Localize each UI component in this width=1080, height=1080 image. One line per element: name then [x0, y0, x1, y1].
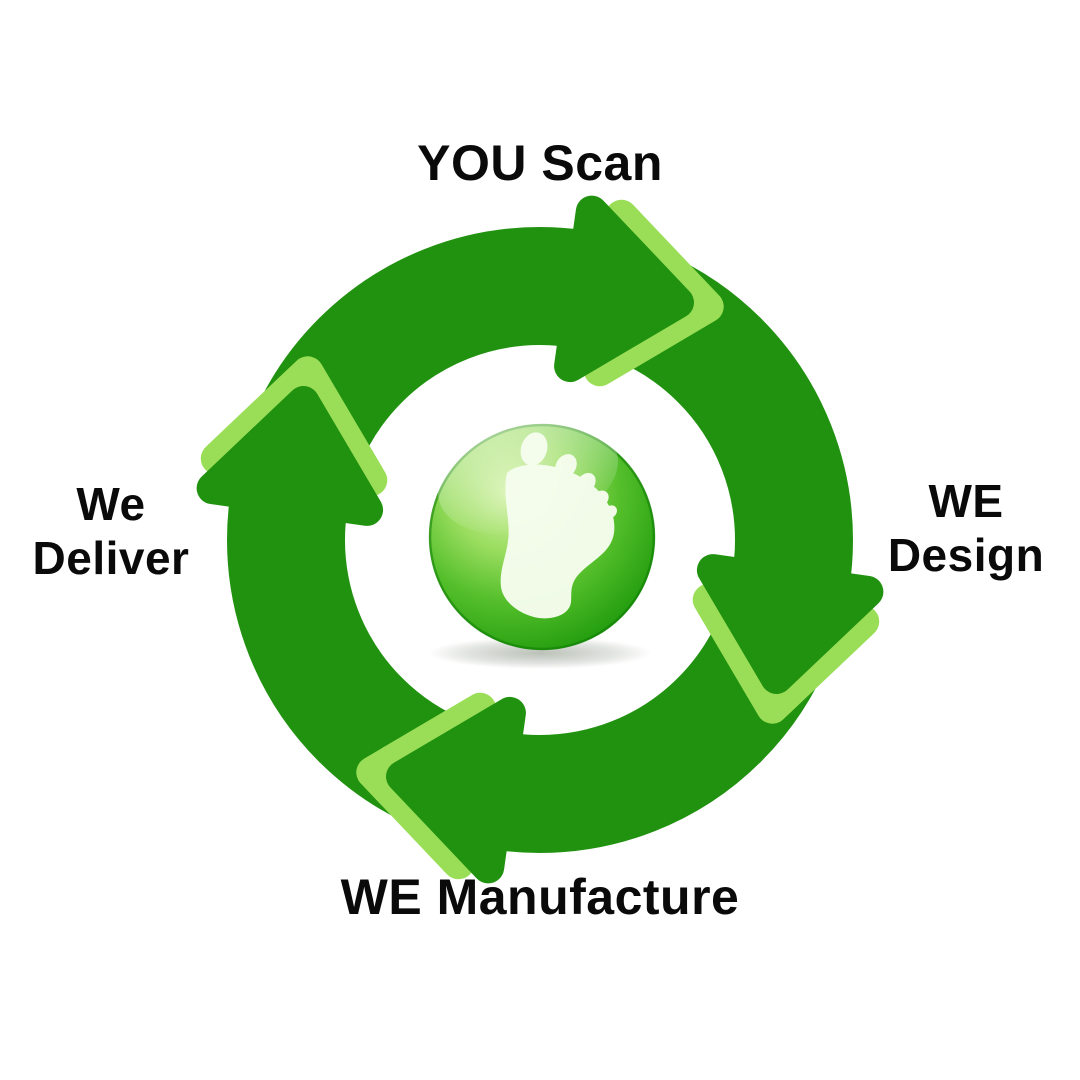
label-we-design-line2: Design [887, 529, 1045, 581]
label-we-design: WE Design [846, 474, 1080, 582]
label-we-manufacture: WE Manufacture [340, 869, 740, 925]
label-we-design-line1: WE [928, 475, 1004, 527]
cycle-ring [227, 227, 853, 853]
arrowhead-bottom-icon [386, 696, 526, 884]
label-we-deliver-line1: We [76, 478, 146, 530]
label-we-deliver: We Deliver [0, 477, 222, 585]
arrowhead-right-icon [696, 554, 884, 694]
footprint-icon [500, 432, 617, 619]
arrowhead-top-icon [554, 195, 694, 383]
orb-shadow [428, 637, 652, 669]
arrowhead-left-icon [196, 386, 384, 526]
label-you-scan: YOU Scan [417, 135, 663, 191]
label-we-deliver-line2: Deliver [32, 532, 190, 584]
